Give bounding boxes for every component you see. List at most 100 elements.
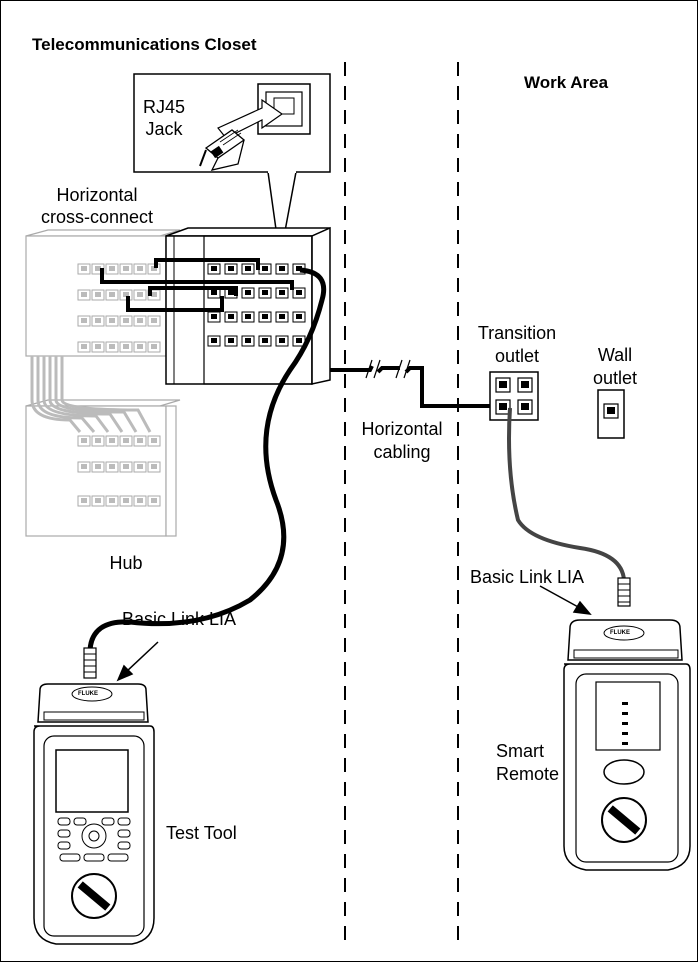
port-socket [123, 344, 129, 349]
port-socket [81, 498, 87, 503]
port-socket [151, 498, 157, 503]
test-tool-label: Test Tool [166, 823, 237, 843]
hcc-label-line2: cross-connect [40, 207, 154, 227]
port-socket [137, 318, 143, 323]
lia-connector-right [617, 577, 631, 607]
port-socket [228, 266, 234, 271]
port-socket [228, 290, 234, 295]
port-socket [151, 438, 157, 443]
port-socket [123, 318, 129, 323]
port-socket [137, 438, 143, 443]
port-socket [279, 314, 285, 319]
port-socket [123, 498, 129, 503]
transition-outlet-label-line1: Transition [477, 323, 557, 343]
port-socket [123, 292, 129, 297]
horizontal-cabling-label-line1: Horizontal [361, 419, 443, 439]
port-socket [296, 290, 302, 295]
smart-remote-label-line1: Smart [496, 741, 545, 761]
horizontal-cable [330, 365, 498, 408]
port-socket [95, 318, 101, 323]
port-socket [109, 266, 115, 271]
port-socket [211, 290, 217, 295]
port-socket [137, 498, 143, 503]
port-socket [109, 438, 115, 443]
port-socket [151, 344, 157, 349]
rj45-plug [199, 129, 246, 171]
port-socket [279, 266, 285, 271]
wall-outlet-label-line2: outlet [592, 368, 638, 388]
port-socket [296, 338, 302, 343]
rj45-label-line1: RJ45 [142, 97, 186, 117]
port-socket [109, 318, 115, 323]
port-socket [81, 344, 87, 349]
port-socket [81, 292, 87, 297]
transition-outlet-label-line2: outlet [494, 346, 540, 366]
smart-remote-label-line2: Remote [496, 764, 560, 784]
rj45-label-line2: Jack [145, 119, 183, 139]
port-socket [245, 266, 251, 271]
smart-remote-device [563, 619, 691, 871]
port-socket [262, 314, 268, 319]
lia-label-left: Basic Link LIA [122, 609, 237, 629]
port-socket [81, 318, 87, 323]
port-socket [262, 290, 268, 295]
port-socket [95, 464, 101, 469]
port-socket [137, 292, 143, 297]
closet-zone-title: Telecommunications Closet [32, 35, 257, 54]
port-socket [109, 344, 115, 349]
gray-patch-bundle [30, 356, 152, 433]
port-socket [137, 344, 143, 349]
port-socket [95, 266, 101, 271]
test-tool-device [33, 683, 155, 945]
port-socket [211, 338, 217, 343]
port-socket [109, 498, 115, 503]
port-socket [81, 438, 87, 443]
lia-label-right: Basic Link LIA [470, 567, 585, 587]
test-tool-cable [87, 267, 327, 651]
patch-cords [100, 258, 294, 312]
port-socket [245, 290, 251, 295]
remote-cable [507, 407, 626, 581]
port-socket [151, 464, 157, 469]
port-socket [262, 338, 268, 343]
port-socket [95, 344, 101, 349]
port-socket [211, 266, 217, 271]
horizontal-cabling-label-line2: cabling [373, 442, 431, 462]
port-socket [228, 338, 234, 343]
hub-label: Hub [109, 553, 143, 573]
lia-arrows [116, 585, 592, 682]
port-socket [296, 314, 302, 319]
patch-panel [165, 226, 331, 385]
port-socket [95, 438, 101, 443]
port-socket [123, 464, 129, 469]
port-socket [279, 338, 285, 343]
port-socket [95, 292, 101, 297]
port-socket [109, 292, 115, 297]
smart-remote-logo: FLUKE [610, 630, 630, 636]
lia-connector-left [83, 647, 97, 679]
port-socket [151, 292, 157, 297]
port-socket [151, 318, 157, 323]
port-socket [137, 464, 143, 469]
port-socket [123, 266, 129, 271]
port-socket [109, 464, 115, 469]
port-socket [151, 266, 157, 271]
work-area-zone-title: Work Area [524, 73, 609, 92]
port-socket [228, 314, 234, 319]
port-socket [81, 464, 87, 469]
wall-outlet [597, 389, 625, 439]
rj45-callout [133, 73, 331, 259]
port-socket [95, 498, 101, 503]
port-socket [245, 338, 251, 343]
wall-outlet-label-line1: Wall [597, 345, 633, 365]
port-socket [81, 266, 87, 271]
transition-outlet [489, 371, 539, 421]
port-socket [245, 314, 251, 319]
test-tool-logo: FLUKE [78, 691, 98, 697]
port-socket [123, 438, 129, 443]
port-socket [137, 266, 143, 271]
hcc-label-line1: Horizontal [56, 185, 138, 205]
port-socket [262, 266, 268, 271]
port-socket [296, 266, 302, 271]
